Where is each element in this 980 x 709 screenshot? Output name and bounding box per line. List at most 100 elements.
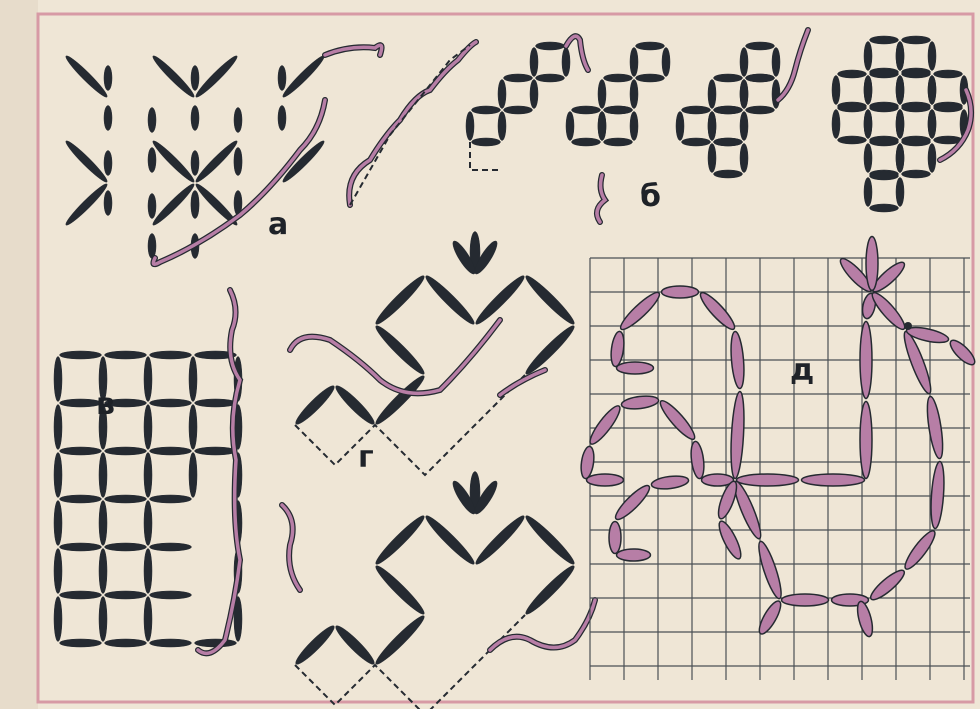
stitch-left: [928, 110, 936, 139]
grid-stitch-v: [54, 597, 62, 642]
stitch-top: [746, 42, 775, 50]
stitch-left: [466, 112, 474, 141]
stitch-right: [630, 112, 638, 141]
stitch-bottom: [504, 106, 533, 114]
grid-stitch-v: [144, 405, 152, 450]
stitch-bottom: [604, 138, 633, 146]
stitch-right: [928, 42, 936, 71]
stitch-bottom: [572, 138, 601, 146]
petal-stitch: [191, 194, 199, 219]
stitch-left: [708, 80, 716, 109]
stitch-top: [870, 36, 899, 44]
grid-stitch-h: [150, 543, 192, 551]
stitch-bottom: [682, 138, 711, 146]
grid-stitch-h: [195, 639, 237, 647]
stitch-top: [714, 106, 743, 114]
grid-stitch-v: [54, 405, 62, 450]
grid-stitch-h: [60, 543, 102, 551]
bird-stitch: [802, 474, 865, 486]
petal-stitch: [148, 194, 156, 219]
stitch-right: [662, 48, 670, 77]
stitch-left: [676, 112, 684, 141]
grid-stitch-h: [195, 447, 237, 455]
stitch-top: [902, 138, 931, 146]
stitch-bottom: [636, 74, 665, 82]
stitch-bottom: [902, 170, 931, 178]
stitch-left: [498, 80, 506, 109]
grid-stitch-v: [189, 357, 197, 402]
label-v: в: [96, 387, 115, 422]
grid-stitch-v: [99, 549, 107, 594]
stitch-top: [870, 172, 899, 180]
petal-stitch: [148, 234, 156, 259]
grid-stitch-v: [189, 405, 197, 450]
stitch-left: [708, 112, 716, 141]
label-a: а: [268, 207, 288, 242]
stitch-left: [896, 110, 904, 139]
stitch-right: [530, 80, 538, 109]
stitch-left: [598, 112, 606, 141]
stitch-top: [934, 104, 963, 112]
bird-eye: [904, 322, 912, 330]
stitch-top: [636, 42, 665, 50]
stitch-right: [562, 48, 570, 77]
label-b: б: [640, 179, 661, 214]
grid-stitch-v: [99, 597, 107, 642]
bird-stitch: [866, 237, 878, 291]
stitch-right: [896, 178, 904, 207]
stitch-left: [864, 144, 872, 173]
stitch-top: [472, 106, 501, 114]
grid-stitch-v: [144, 501, 152, 546]
petal-stitch: [278, 106, 286, 131]
petal-stitch: [104, 151, 112, 176]
grid-stitch-h: [60, 591, 102, 599]
stitch-right: [772, 80, 780, 109]
grid-stitch-h: [105, 351, 147, 359]
stitch-top: [572, 106, 601, 114]
grid-stitch-h: [150, 399, 192, 407]
grid-stitch-h: [150, 351, 192, 359]
grid-stitch-h: [105, 639, 147, 647]
stitch-top: [746, 74, 775, 82]
petal-stitch: [104, 191, 112, 216]
stitch-right: [630, 80, 638, 109]
stitch-top: [536, 42, 565, 50]
stitch-bottom: [472, 138, 501, 146]
grid-stitch-v: [144, 453, 152, 498]
grid-stitch-h: [150, 447, 192, 455]
stitch-top: [902, 104, 931, 112]
grid-stitch-v: [54, 357, 62, 402]
bird-stitch: [617, 549, 651, 561]
label-d: д: [790, 353, 814, 388]
petal-stitch: [191, 66, 199, 91]
stitch-right: [740, 144, 748, 173]
stitch-top: [870, 138, 899, 146]
stitch-top: [870, 70, 899, 78]
grid-stitch-h: [150, 495, 192, 503]
petal-stitch: [191, 106, 199, 131]
stitch-bottom: [870, 204, 899, 212]
stitch-left: [864, 178, 872, 207]
stitch-left: [566, 112, 574, 141]
stitch-left: [630, 48, 638, 77]
stitch-left: [864, 42, 872, 71]
stitch-right: [928, 144, 936, 173]
grid-stitch-h: [105, 543, 147, 551]
stitch-left: [832, 76, 840, 105]
petal-stitch: [234, 151, 242, 176]
stitch-left: [896, 76, 904, 105]
grid-stitch-v: [54, 549, 62, 594]
label-g: г: [358, 440, 374, 475]
bird-stitch: [662, 286, 699, 298]
stitch-left: [896, 144, 904, 173]
stitch-top: [870, 104, 899, 112]
stitch-top: [604, 74, 633, 82]
bird-stitch: [587, 474, 624, 486]
bird-stitch: [609, 522, 621, 554]
paper-left-margin: [0, 0, 38, 709]
bird-stitch: [860, 402, 872, 479]
stitch-bottom: [746, 106, 775, 114]
petal-stitch: [148, 148, 156, 173]
stitch-left: [864, 76, 872, 105]
